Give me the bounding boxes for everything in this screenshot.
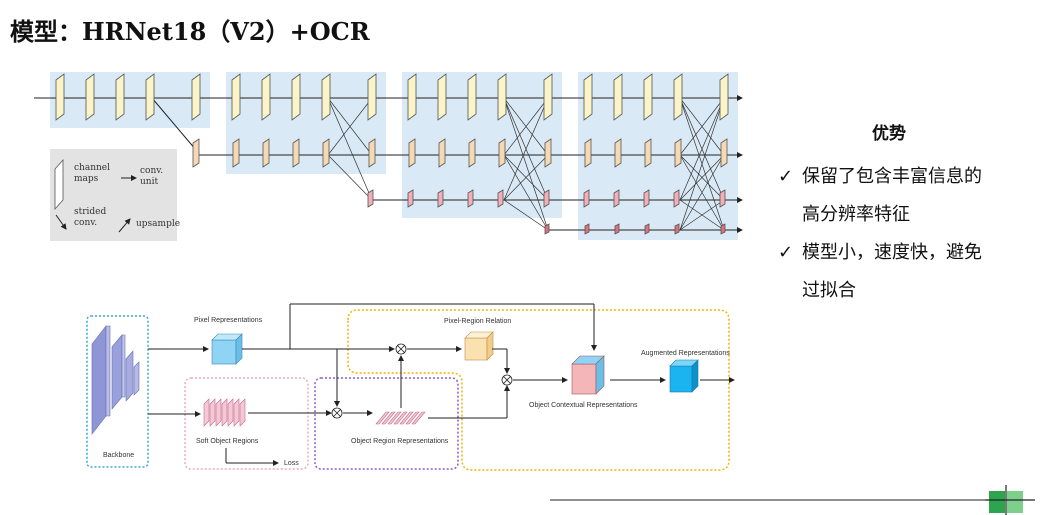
hrnet-cross-connections bbox=[327, 97, 725, 231]
advantage-item: ✓ 保留了包含丰富信息的 高分辨率特征 bbox=[778, 158, 1048, 234]
checkmark-icon: ✓ bbox=[778, 166, 794, 187]
pixel-region-relation-cube bbox=[464, 331, 494, 361]
object-region-representations-label: Object Region Representations bbox=[351, 438, 449, 445]
page-title: 模型：HRNet18（V2）+OCR bbox=[10, 17, 370, 46]
upsample-label: upsample bbox=[136, 219, 181, 229]
loss-label: Loss bbox=[284, 460, 299, 467]
augmented-representations-label: Augmented Representations bbox=[641, 350, 730, 357]
channel-maps-label: channel maps bbox=[74, 163, 110, 184]
soft-object-regions-box bbox=[184, 377, 309, 470]
branch1-feature-maps bbox=[55, 73, 729, 121]
legend-icons bbox=[54, 158, 137, 233]
ocr-labels: Pixel Representations Pixel-Region Relat… bbox=[103, 317, 730, 467]
advantages-heading: 优势 bbox=[872, 124, 906, 144]
strided-conv-icon bbox=[55, 214, 67, 230]
advantage-text-line: 保留了包含丰富信息的 bbox=[802, 166, 982, 187]
upsample-icon bbox=[118, 218, 131, 233]
stage1-bg bbox=[50, 72, 210, 128]
stage4-bg bbox=[578, 72, 738, 240]
multiply-symbols bbox=[331, 343, 513, 419]
branch2-feature-maps bbox=[192, 138, 728, 168]
pixel-region-relation-label: Pixel-Region Relation bbox=[444, 318, 511, 325]
advantage-item: ✓ 模型小，速度快，避免 过拟合 bbox=[778, 234, 1048, 310]
object-contextual-representations-cube bbox=[571, 355, 605, 395]
strided-conv-label: strided conv. bbox=[74, 207, 107, 228]
conv-unit-label: conv. unit bbox=[140, 166, 164, 187]
pixel-representations-cube bbox=[211, 333, 243, 365]
hrnet-legend: channel maps conv. unit strided conv. up… bbox=[50, 149, 181, 241]
stage2-bg-lower bbox=[226, 128, 386, 174]
soft-object-regions-stack bbox=[203, 398, 246, 427]
branch3-feature-maps bbox=[367, 189, 726, 208]
advantage-text-line: 模型小，速度快，避免 bbox=[802, 242, 982, 263]
pixel-region-relation-box bbox=[347, 309, 730, 471]
ocr-connections bbox=[148, 303, 735, 466]
pixel-representations-label: Pixel Representations bbox=[194, 317, 263, 324]
object-contextual-representations-label: Object Contextual Representations bbox=[529, 402, 638, 409]
stage2-bg bbox=[226, 72, 386, 128]
soft-object-regions-label: Soft Object Regions bbox=[196, 438, 259, 445]
stage3-bg bbox=[402, 72, 562, 218]
checkmark-icon: ✓ bbox=[778, 242, 794, 263]
advantage-text-line: 高分辨率特征 bbox=[802, 204, 910, 225]
augmented-representations-cube bbox=[669, 359, 699, 393]
backbone-stack bbox=[91, 325, 140, 435]
advantage-text-line: 过拟合 bbox=[802, 280, 856, 301]
object-region-representations-stack bbox=[375, 411, 426, 425]
hrnet-stage-backgrounds bbox=[50, 72, 738, 240]
footer-logo-icon bbox=[985, 485, 1035, 515]
branch4-feature-maps bbox=[544, 223, 726, 235]
advantages-list: ✓ 保留了包含丰富信息的 高分辨率特征 ✓ 模型小，速度快，避免 过拟合 bbox=[778, 158, 1048, 310]
channel-maps-icon bbox=[54, 158, 64, 211]
backbone-label: Backbone bbox=[103, 452, 134, 459]
object-region-representations-box bbox=[314, 377, 459, 470]
